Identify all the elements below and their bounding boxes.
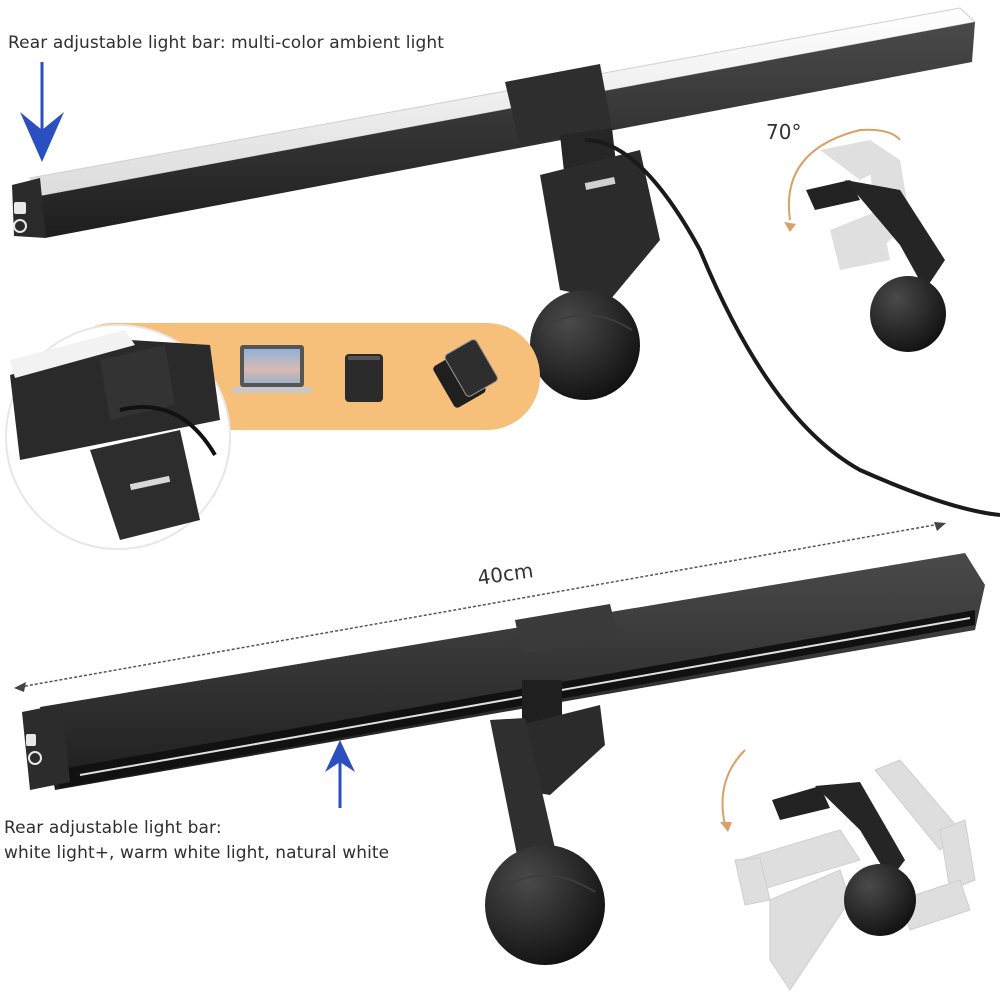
caption-top: Rear adjustable light bar: multi-color a…	[8, 33, 444, 53]
rotation-arc-icon	[721, 749, 746, 826]
arrow-up-icon	[325, 740, 355, 808]
power-cable	[584, 138, 1000, 517]
caption-bottom-line2: white light+, warm white light, natural …	[4, 843, 390, 863]
rotation-figure-top	[784, 128, 946, 352]
power-button-icon	[13, 219, 27, 233]
arrow-down-icon	[20, 62, 64, 162]
top-light-bar	[12, 7, 977, 238]
rotation-arc-icon	[787, 128, 901, 221]
ball-joint	[530, 290, 640, 400]
caption-bottom-line1: Rear adjustable light bar:	[4, 818, 222, 838]
compatibility-panel	[5, 323, 540, 550]
desktop-monitor-icon	[345, 354, 383, 402]
laptop-icon	[232, 345, 312, 393]
rotation-angle-label: 70°	[766, 120, 802, 144]
stacked-monitor-icon	[433, 339, 498, 408]
caption-bottom: Rear adjustable light bar: white light+,…	[4, 816, 389, 866]
ball-joint	[485, 845, 605, 965]
bottom-mount	[485, 680, 605, 965]
power-button-icon	[28, 751, 42, 765]
rotation-figure-bottom	[720, 749, 976, 991]
mode-button-icon	[26, 734, 36, 746]
dimension-line	[14, 522, 946, 692]
mode-button-icon	[14, 202, 26, 214]
